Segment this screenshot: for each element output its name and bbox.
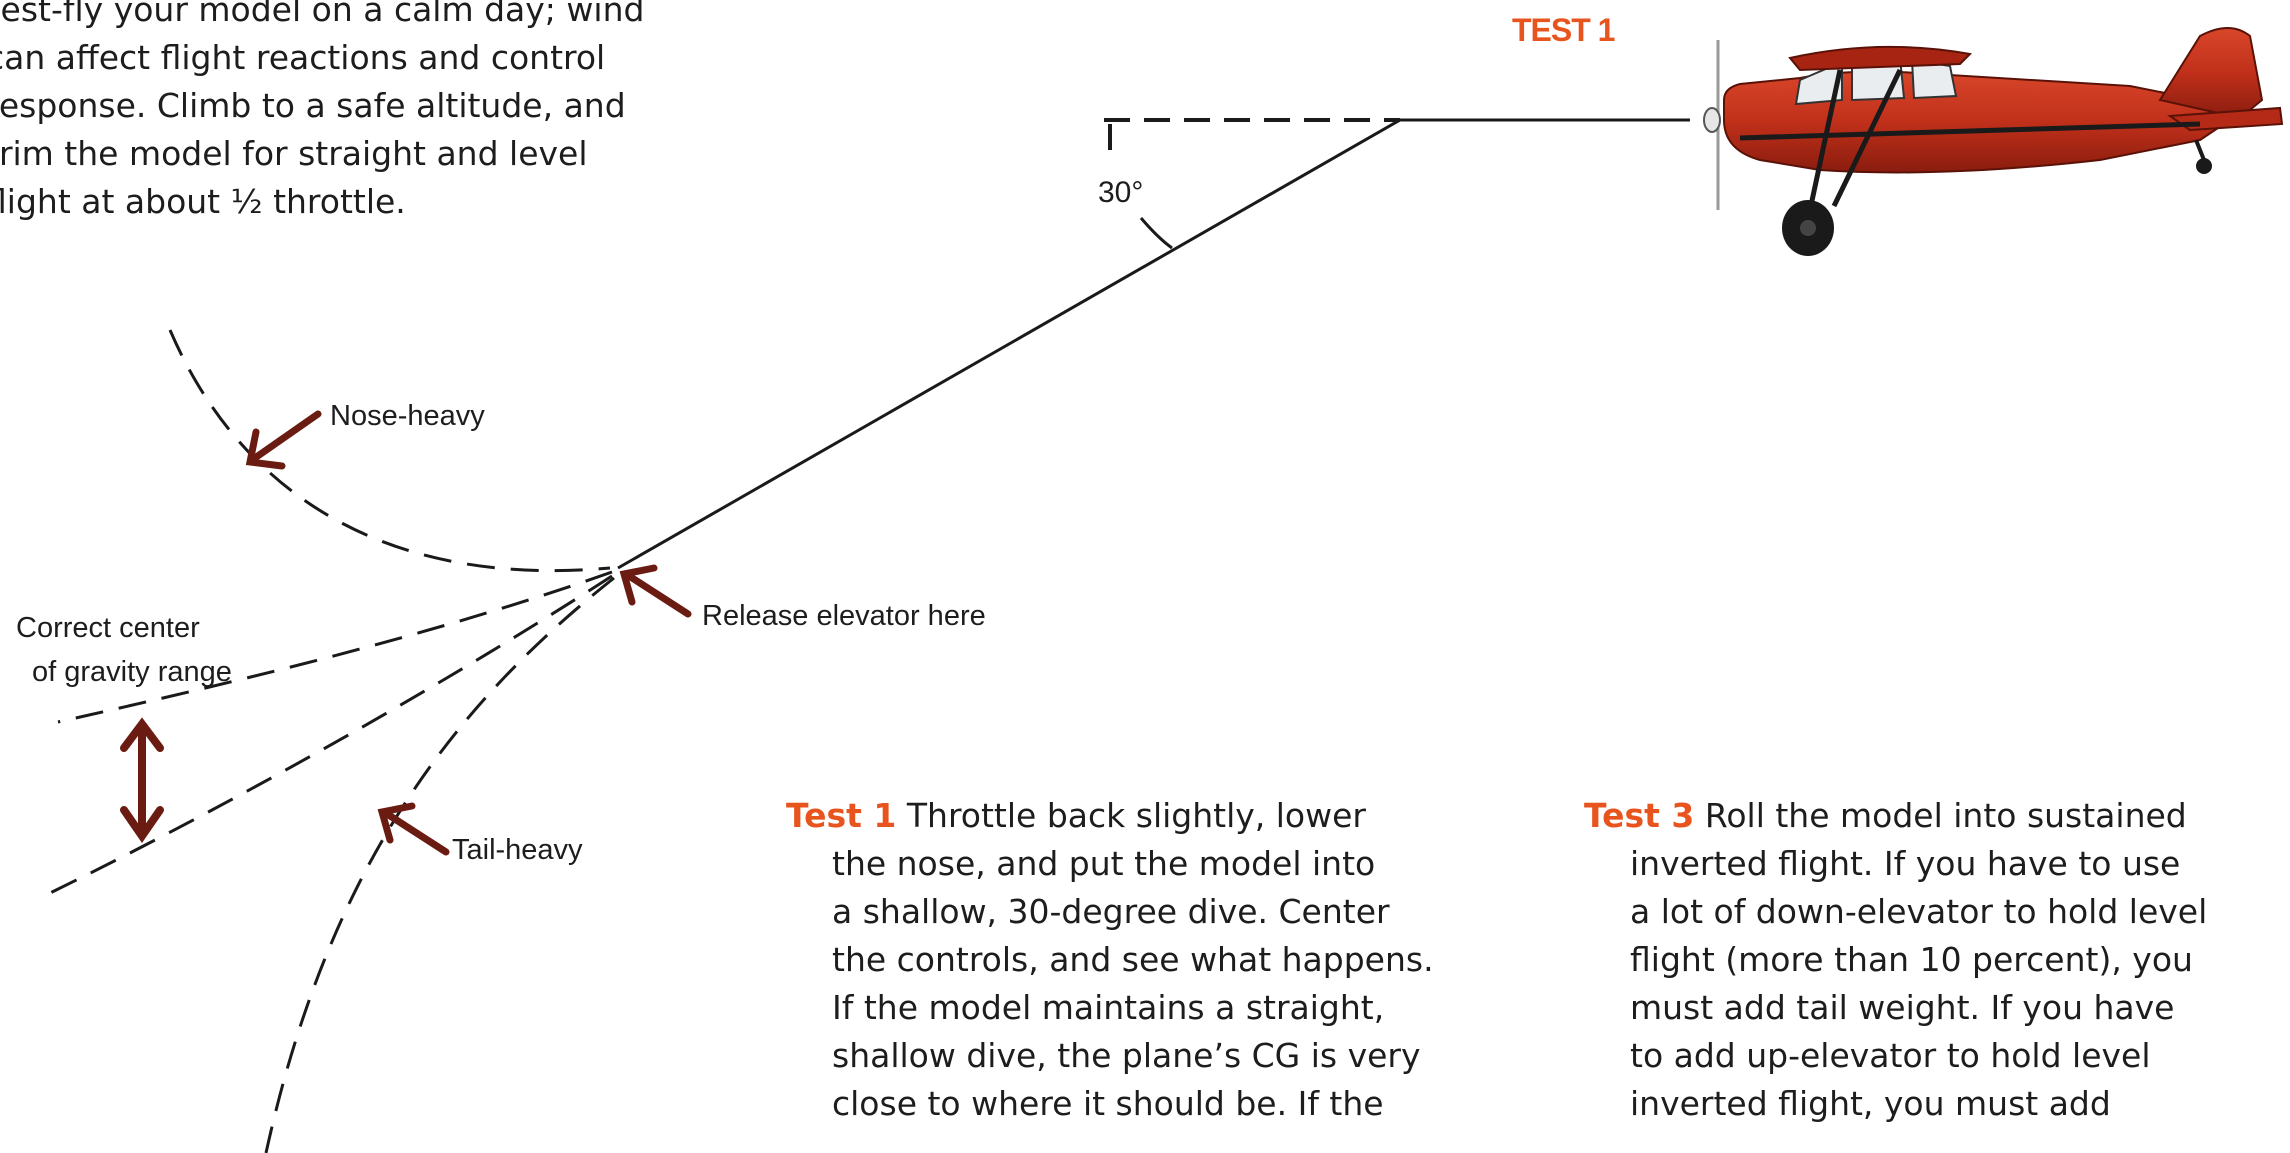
test3-line: must add tail weight. If you have [1630, 988, 2175, 1027]
angle-label: 30° [1098, 176, 1144, 209]
test1-paragraph: Test 1 Throttle back slightly, lower the… [786, 792, 1434, 1128]
tail-heavy-arrow [377, 802, 450, 856]
test1-line: Throttle back slightly, lower [906, 796, 1366, 835]
test3-line: inverted flight. If you have to use [1630, 844, 2181, 883]
intro-line: trim the model for straight and level [0, 134, 588, 173]
nose-heavy-label: Nose-heavy [330, 400, 485, 432]
test1-line: close to where it should be. If the [832, 1084, 1384, 1123]
release-elevator-label: Release elevator here [702, 600, 986, 632]
test3-heading: Test 3 [1584, 796, 1695, 835]
intro-paragraph: Test-fly your model on a calm day; wind … [0, 0, 716, 226]
test3-line: flight (more than 10 percent), you [1630, 940, 2193, 979]
test3-line: to add up-elevator to hold level [1630, 1036, 2151, 1075]
test3-line: a lot of down-elevator to hold level [1630, 892, 2208, 931]
diagram-title: TEST 1 [1512, 12, 1615, 48]
release-arrow [619, 564, 692, 618]
airplane-illustration [1703, 27, 2284, 256]
intro-line: can affect flight reactions and control [0, 38, 606, 77]
angle-arc [1139, 217, 1173, 250]
test1-line: a shallow, 30-degree dive. Center [832, 892, 1390, 931]
intro-line: flight at about ½ throttle. [0, 182, 406, 221]
test1-line: the controls, and see what happens. [832, 940, 1434, 979]
test1-line: shallow dive, the plane’s CG is very [832, 1036, 1421, 1075]
test1-heading: Test 1 [786, 796, 897, 835]
cg-range-label-line2: of gravity range [32, 656, 232, 688]
test3-line: inverted flight, you must add [1630, 1084, 2111, 1123]
nose-heavy-arrow [245, 410, 322, 470]
intro-line: Test-fly your model on a calm day; wind [0, 0, 645, 29]
cg-range-double-arrow [120, 717, 164, 844]
test1-line: If the model maintains a straight, [832, 988, 1385, 1027]
nose-heavy-curve [168, 329, 611, 573]
tail-heavy-label: Tail-heavy [452, 834, 583, 866]
intro-line: response. Climb to a safe altitude, and [0, 86, 626, 125]
test3-line: Roll the model into sustained [1704, 796, 2187, 835]
cg-range-label-line1: Correct center [16, 612, 200, 644]
cg-upper-line [57, 570, 613, 724]
test1-line: the nose, and put the model into [832, 844, 1376, 883]
test3-paragraph: Test 3 Roll the model into sustained inv… [1584, 792, 2207, 1128]
dive-path-line [617, 118, 1401, 570]
cg-lower-line [47, 574, 613, 896]
